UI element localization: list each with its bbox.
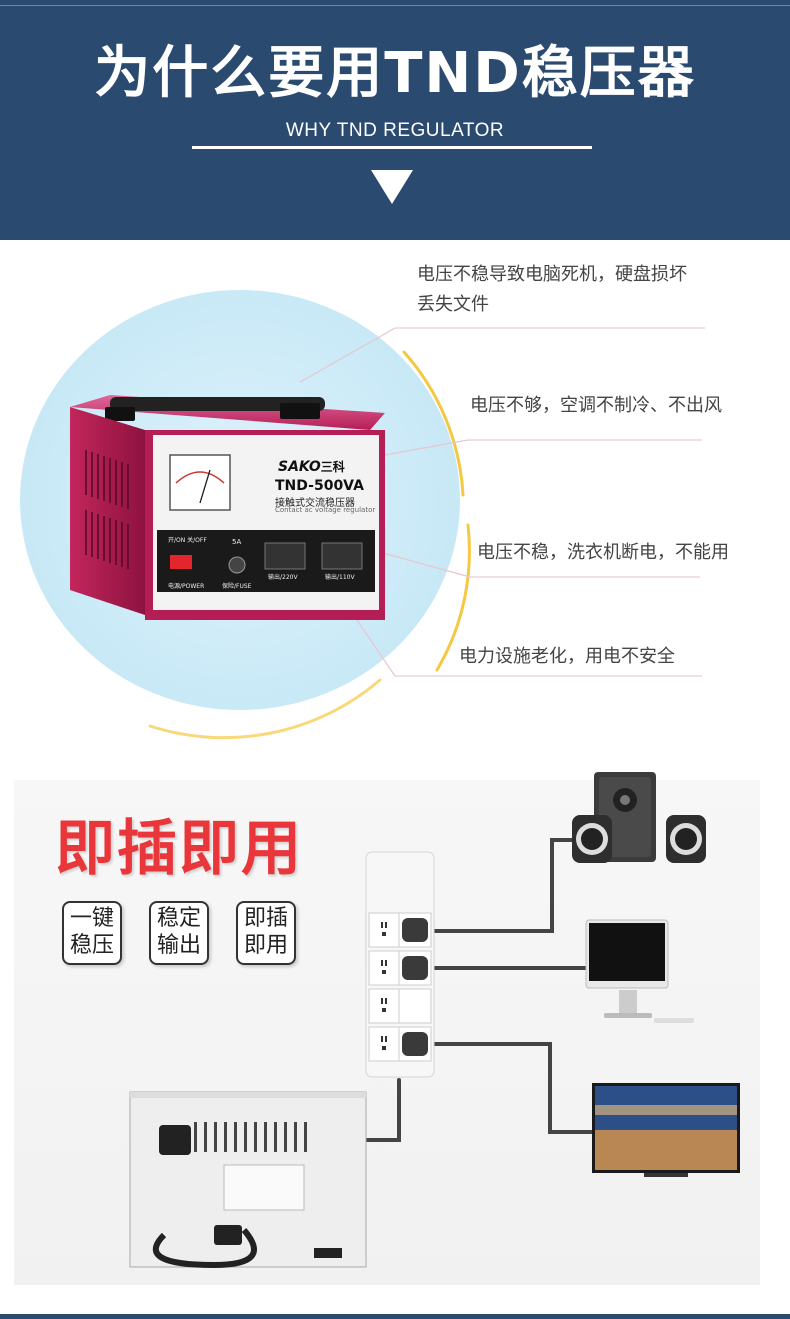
tag-line: 一键 [69,906,114,931]
plug-setup-illustration [129,772,740,1269]
callout-leader-lines [299,327,705,677]
problem-computer-line1: 电压不稳导致电脑死机，硬盘损坏 [417,264,687,285]
plug-play-title: 即插即用 [55,814,303,884]
problem-aircon: 电压不够，空调不制冷、不出风 [470,395,722,416]
footer-rule [0,1314,790,1319]
regulator-power-label: 电源/POWER [168,583,205,590]
regulator-fuse-label: 保险/FUSE [222,583,252,590]
regulator-fuse-amp: 5A [232,538,242,546]
tag-line: 即插 [243,906,288,931]
header-top-rule [0,5,790,6]
tag-plug-and-play: 即插 即用 [236,901,296,965]
regulator-model: TND-500VA [275,478,364,494]
regulator-out110: 输出/110V [325,574,355,581]
decorative-arcs [148,350,471,740]
television-icon [592,1083,740,1177]
regulator-product-image: SAKO三科 TND-500VA 接触式交流稳压器 Contact ac vol… [70,395,390,625]
tag-line: 稳定 [156,906,201,931]
regulator-switch-label: 开/ON 关/OFF [168,537,207,544]
problem-old-wiring: 电力设施老化，用电不安全 [459,646,675,667]
regulator-brand: SAKO三科 [278,459,345,475]
regulator-out220: 输出/220V [268,574,298,581]
tag-line: 即用 [243,933,288,958]
problem-computer-line2: 丢失文件 [417,294,489,315]
problem-washer: 电压不稳，洗衣机断电，不能用 [477,542,729,563]
regulator-type-en: Contact ac voltage regulator [275,506,376,514]
tag-line: 稳压 [69,933,114,958]
page-subtitle: WHY TND REGULATOR [285,120,505,141]
regulator-type-cn: 接触式交流稳压器 [275,498,355,509]
problem-computer: 电压不稳导致电脑死机，硬盘损坏 丢失文件 [417,260,687,320]
tag-one-key-regulate: 一键 稳压 [62,901,122,965]
tag-stable-output: 稳定 输出 [149,901,209,965]
down-arrow-icon [371,170,413,204]
computer-monitor-icon [585,919,694,1023]
regulator-back-icon [129,1091,367,1269]
tag-line: 输出 [156,933,201,958]
page-title: 为什么要用TND稳压器 [94,41,696,106]
speaker-icon [572,772,706,863]
subtitle-underline [192,146,592,149]
power-strip-icon [365,851,435,1078]
